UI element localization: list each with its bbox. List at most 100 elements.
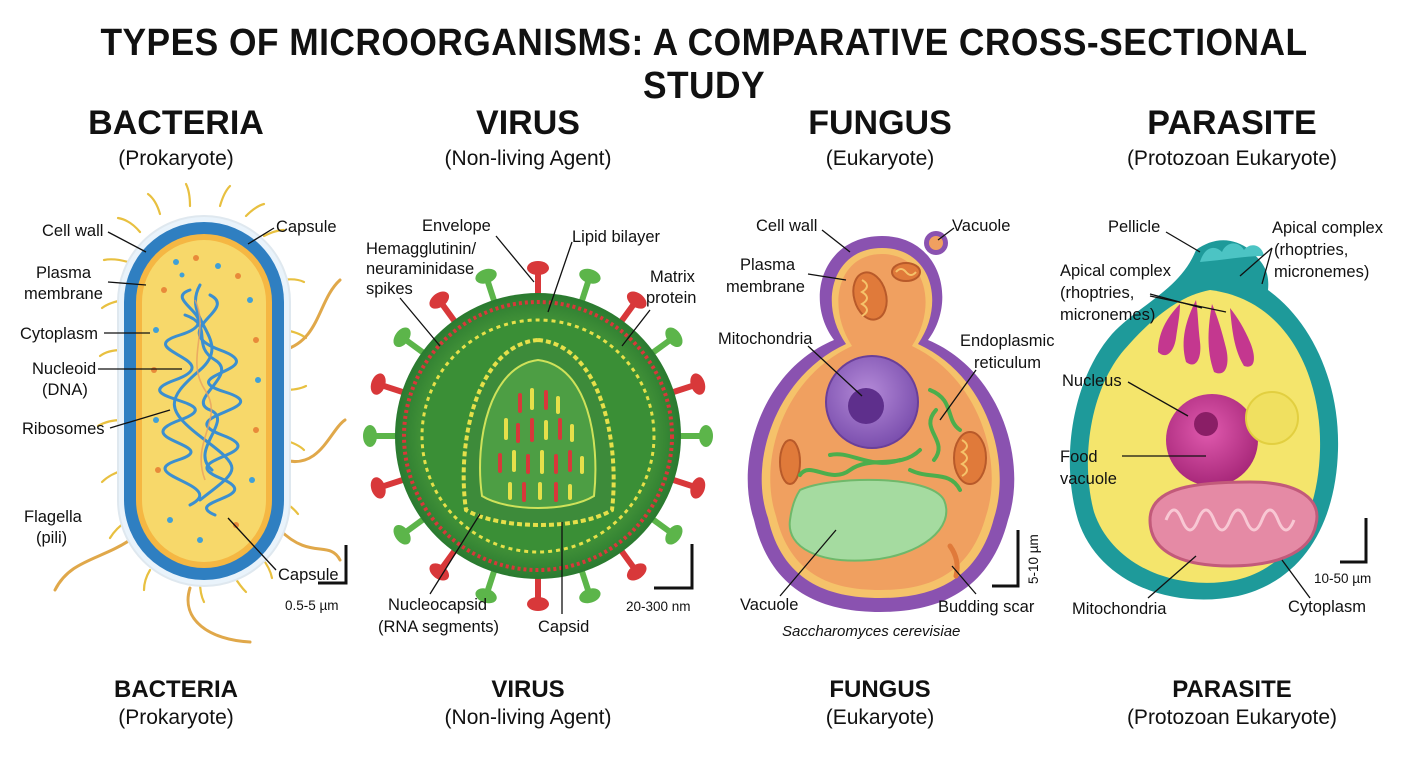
virus-label-envelope: Envelope [422,217,491,235]
parasite-label-mito: Mitochondria [1072,600,1167,618]
virus-footer-name: VIRUS [491,676,565,703]
virus-label-matrix-1: Matrix [650,268,696,286]
virus-spike-head [626,563,647,581]
parasite-footer-name: PARASITE [1172,676,1292,703]
parasite-label-apical-r1: Apical complex [1272,219,1384,237]
virus-nucleocapsid [498,388,584,502]
parasite-scale-label: 10-50 µm [1314,571,1371,586]
virus-spike-head [363,425,377,447]
fungus-endoplasmic-reticulum [798,388,962,492]
bacteria-heading: BACTERIA [88,104,264,142]
bacteria-label-flagella-2: (pili) [36,529,67,547]
virus-spike-head [579,588,601,604]
virus-spike-head [475,588,497,604]
bacteria-label-cytoplasm: Cytoplasm [20,325,98,343]
bacteria-subheading: (Prokaryote) [118,147,234,170]
fungus-label-plasma-2: membrane [726,278,805,296]
virus-spike-head [699,425,713,447]
parasite-label-pellicle: Pellicle [1108,218,1160,236]
fungus-label-vacuole-top: Vacuole [952,217,1010,235]
parasite-scale-bar [1340,518,1368,564]
fungus-budding-scar [947,543,960,579]
bacteria-label-capsule-top: Capsule [276,218,337,236]
virus-spike-head [527,597,549,611]
page-title: TYPES OF MICROORGANISMS: A COMPARATIVE C… [100,22,1308,107]
virus-scale-bar [654,544,694,590]
fungus-footer-name: FUNGUS [829,676,931,703]
panel-bacteria: BACTERIA (Prokaryote) BACTERIA (Prokaryo… [0,0,352,768]
parasite-footer-subtitle: (Protozoan Eukaryote) [1126,706,1338,729]
parasite-heading: PARASITE [1147,104,1317,142]
virus-spike-head [475,268,497,284]
parasite-label-food-1: Food [1060,448,1098,466]
bacteria-ribosomes [151,255,261,543]
parasite-label-apical-l1: Apical complex [1060,262,1172,280]
virus-spike-head [370,373,386,395]
parasite-label-apical-r3: micronemes) [1274,263,1369,281]
virus-spike-head [665,524,683,545]
parasite-mitochondria [1148,480,1319,568]
virus-spike-head [429,291,450,309]
fungus-heading: FUNGUS [808,104,952,142]
virus-lipid-bilayer [402,300,674,572]
bacteria-scale-label: 0.5-5 µm [285,598,339,613]
panel-virus: VIRUS (Non-living Agent) VIRUS (Non-livi… [352,0,704,768]
panel-fungus: FUNGUS (Eukaryote) FUNGUS (Eukaryote) [704,0,1056,768]
virus-heading: VIRUS [476,104,580,142]
virus-illustration: 20-300 nm Envelope Lipid bilayer Hemaggl… [363,217,713,636]
bacteria-label-capsule-bottom: Capsule [278,566,339,584]
fungus-subheading: (Eukaryote) [825,147,935,170]
virus-spike-head [527,261,549,275]
bacteria-scale-bar [318,545,348,585]
parasite-illustration: 10-50 µm Pellicle Apical complex (rhoptr… [1060,218,1384,618]
bacteria-footer-name: BACTERIA [114,676,238,703]
parasite-food-vacuole [1245,391,1299,445]
virus-spike-head [429,563,450,581]
parasite-label-nucleus: Nucleus [1062,372,1122,390]
virus-label-nucleo-1: Nucleocapsid [388,596,487,614]
virus-spike-head [579,268,601,284]
fungus-label-er-2: reticulum [974,354,1041,372]
fungus-label-mito: Mitochondria [718,330,813,348]
fungus-label-plasma-1: Plasma [740,256,796,274]
bacteria-label-nucleoid-1: Nucleoid [32,360,96,378]
fungus-label-vacuole-bottom: Vacuole [740,596,798,614]
fungus-species-name: Saccharomyces cerevisiae [782,623,960,640]
virus-footer-subtitle: (Non-living Agent) [444,706,612,729]
virus-spike-head [690,373,706,395]
virus-label-hema-2: neuraminidase [366,260,474,278]
fungus-illustration: 5-10 µm Cell wall Vacuole Plasma membran… [718,217,1054,640]
parasite-label-food-2: vacuole [1060,470,1117,488]
parasite-rhoptries [1158,300,1254,374]
bacteria-label-ribosomes: Ribosomes [22,420,105,438]
virus-spike-head [626,291,647,309]
parasite-apical-tip [1200,243,1264,262]
fungus-label-budding: Budding scar [938,598,1035,616]
fungus-label-cell-wall: Cell wall [756,217,817,235]
fungus-label-er-1: Endoplasmic [960,332,1054,350]
parasite-label-apical-r2: (rhoptries, [1274,241,1348,259]
virus-label-capsid: Capsid [538,618,589,636]
virus-label-lipid: Lipid bilayer [572,228,661,246]
parasite-label-cytoplasm: Cytoplasm [1288,598,1366,616]
virus-spike-head [665,327,683,348]
bacteria-nucleoid [158,283,243,517]
virus-spikes [363,261,713,611]
bacteria-label-flagella-1: Flagella [24,508,83,526]
parasite-label-apical-l3: micronemes) [1060,306,1155,324]
virus-spike-head [393,524,411,545]
virus-label-nucleo-2: (RNA segments) [378,618,499,636]
virus-spike-head [690,477,706,499]
virus-label-matrix-2: protein [646,289,696,307]
parasite-nucleus [1166,394,1258,486]
bacteria-label-plasma-1: Plasma [36,264,92,282]
fungus-vacuole [788,478,948,562]
virus-spike-head [370,477,386,499]
fungus-scale-label: 5-10 µm [1026,534,1041,584]
bacteria-label-nucleoid-2: (DNA) [42,381,88,399]
virus-subheading: (Non-living Agent) [444,147,612,170]
panel-parasite: PARASITE (Protozoan Eukaryote) PARASITE … [1056,0,1408,768]
virus-label-hema-3: spikes [366,280,413,298]
virus-spike-head [393,327,411,348]
fungus-nucleolus [848,388,884,424]
